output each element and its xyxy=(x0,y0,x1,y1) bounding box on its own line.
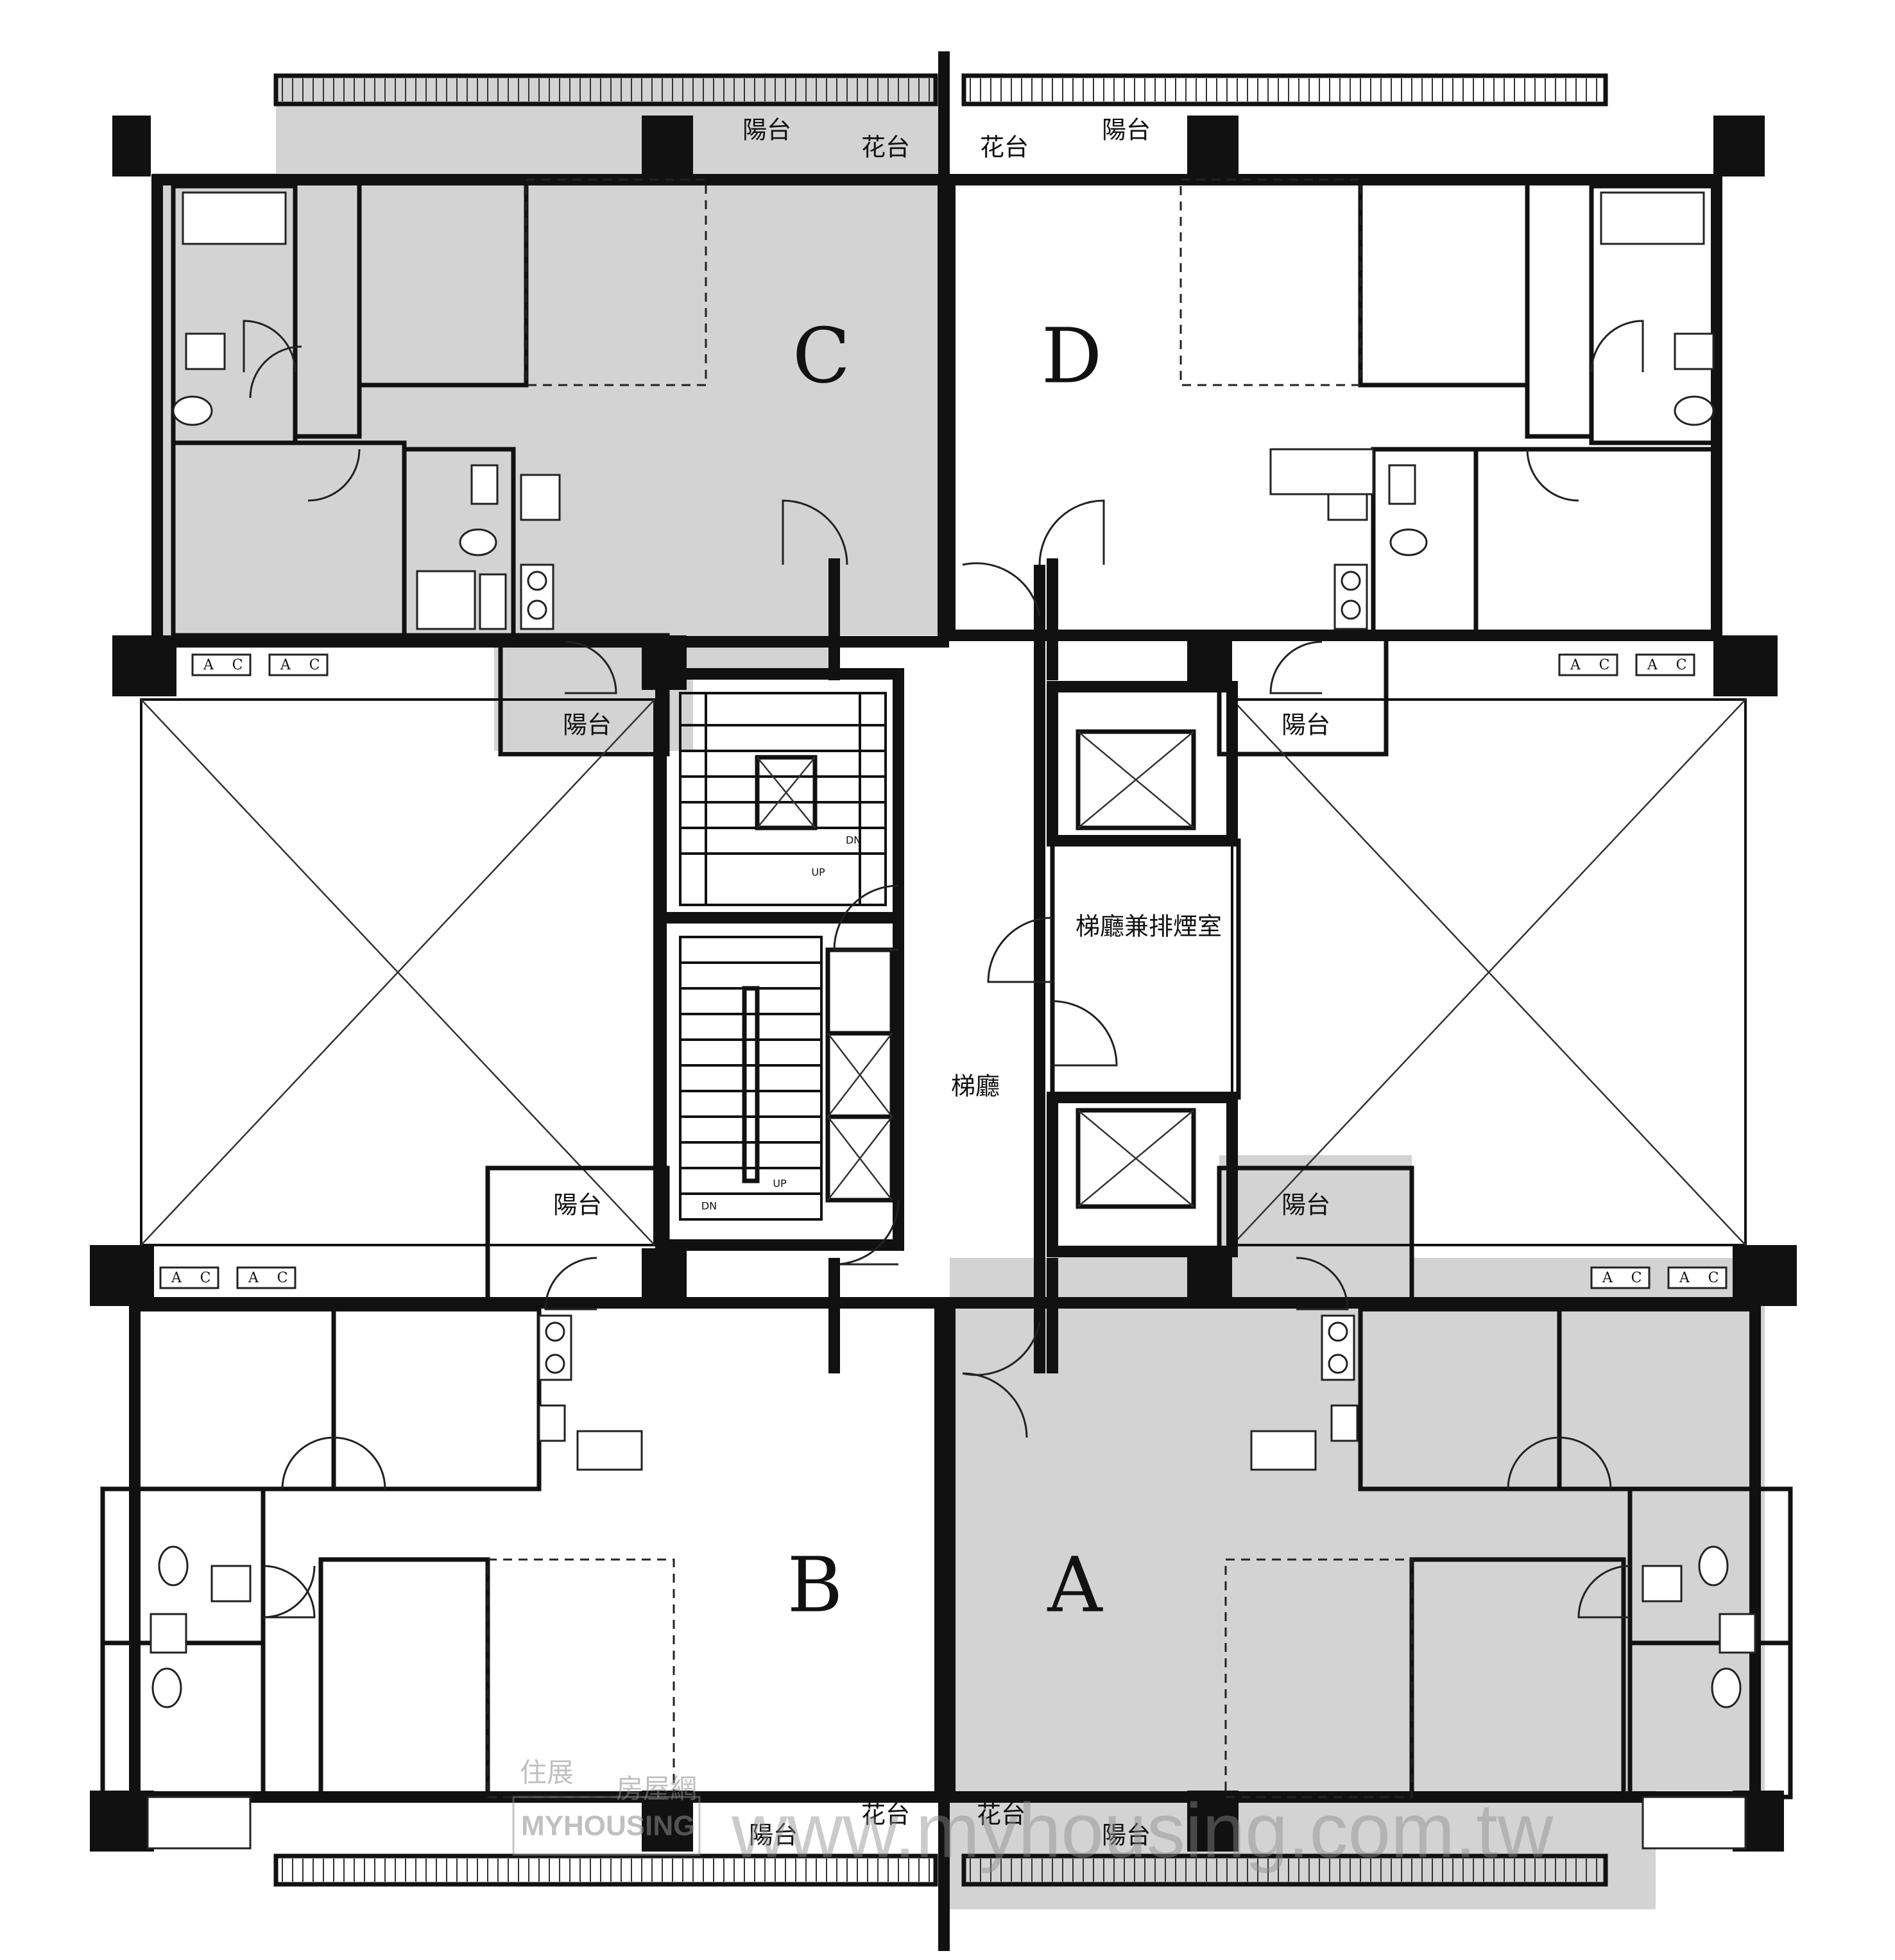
ac-label-c: C xyxy=(277,1270,288,1286)
planter-label: 花台 xyxy=(977,1801,1025,1829)
ac-label-c: C xyxy=(1631,1270,1642,1286)
stair-upper xyxy=(679,692,887,906)
unit-label-b: B xyxy=(787,1541,843,1629)
stair-dn-label: DN xyxy=(846,834,861,847)
unit-a-doors xyxy=(962,1257,1631,1619)
ac-label-a: A xyxy=(248,1270,259,1286)
elevator-lobby-label: 梯廳 xyxy=(951,1072,1000,1101)
unit-a-dashed-zone xyxy=(1224,1558,1413,1798)
balcony-label: 陽台 xyxy=(1282,1191,1330,1219)
ac-label-c: C xyxy=(232,657,243,673)
facade-hatching xyxy=(282,78,1597,1882)
unit-c-doors xyxy=(243,320,848,694)
ac-label-c: C xyxy=(1599,657,1610,673)
watermark-logo-cjk: 住展 xyxy=(520,1757,574,1789)
unit-b-fixtures xyxy=(146,1314,643,1850)
balcony-label: 陽台 xyxy=(563,711,612,739)
unit-label-a: A xyxy=(1047,1541,1103,1629)
stair-up-label: UP xyxy=(773,1178,787,1190)
unit-b-dashed-zone xyxy=(486,1558,675,1798)
stair-dn-label: DN xyxy=(701,1200,717,1212)
unit-a-fixtures xyxy=(1250,1314,1756,1850)
watermark-logo-sub: 房屋網 xyxy=(616,1773,697,1805)
unit-b-doors xyxy=(262,1257,597,1619)
planter-label: 花台 xyxy=(980,133,1029,162)
ac-label-a: A xyxy=(280,657,291,673)
ac-label-c: C xyxy=(200,1270,211,1286)
unit-b-ac-units xyxy=(159,1266,296,1289)
unit-c-ac-units xyxy=(191,653,329,676)
ac-label-a: A xyxy=(1602,1270,1613,1286)
unit-label-c: C xyxy=(793,312,850,400)
balcony-label: 陽台 xyxy=(553,1191,602,1219)
unit-d-doors xyxy=(1038,320,1644,694)
core-walls xyxy=(655,565,1241,1373)
stair-lower xyxy=(679,936,895,1221)
unit-b-walls xyxy=(100,1165,946,1803)
unit-label-d: D xyxy=(1042,312,1102,400)
ac-label-a: A xyxy=(1679,1270,1690,1286)
unit-d-fixtures xyxy=(1269,191,1715,630)
ac-label-a: A xyxy=(171,1270,182,1286)
planter-label: 花台 xyxy=(861,133,910,162)
ac-label-a: A xyxy=(1570,657,1581,673)
elevator-lower xyxy=(1076,1108,1196,1209)
facade-rails xyxy=(273,73,1608,1887)
ac-label-a: A xyxy=(1647,657,1658,673)
lobby-smoke-room-label: 梯廳兼排煙室 xyxy=(1076,913,1222,941)
ac-label-c: C xyxy=(309,657,320,673)
balcony-label: 陽台 xyxy=(742,116,791,144)
watermark-url: www.myhousing.com.tw xyxy=(731,1788,1554,1874)
unit-c-fixtures xyxy=(172,191,561,630)
balcony-label: 陽台 xyxy=(1102,1821,1151,1850)
unit-a-ac-units xyxy=(1590,1266,1728,1289)
ac-label-c: C xyxy=(1676,657,1687,673)
balcony-label: 陽台 xyxy=(1102,116,1151,144)
planter-label: 花台 xyxy=(861,1801,910,1829)
light-well-left xyxy=(140,698,656,1246)
light-well-right xyxy=(1231,698,1747,1246)
unit-d-dashed-zone xyxy=(1179,178,1362,386)
watermark-logo-latin: MYHOUSING xyxy=(521,1810,695,1842)
ac-label-a: A xyxy=(203,657,214,673)
elevator-upper xyxy=(1076,729,1196,830)
watermark-logo: 住展 房屋網 MYHOUSING xyxy=(512,1757,701,1856)
stair-up-label: UP xyxy=(811,866,825,879)
ac-label-c: C xyxy=(1708,1270,1719,1286)
balcony-label: 陽台 xyxy=(1282,711,1330,739)
unit-d-walls xyxy=(944,174,1722,757)
unit-d-ac-units xyxy=(1558,653,1695,676)
unit-c-dashed-zone xyxy=(525,178,707,386)
balcony-label: 陽台 xyxy=(749,1821,798,1850)
